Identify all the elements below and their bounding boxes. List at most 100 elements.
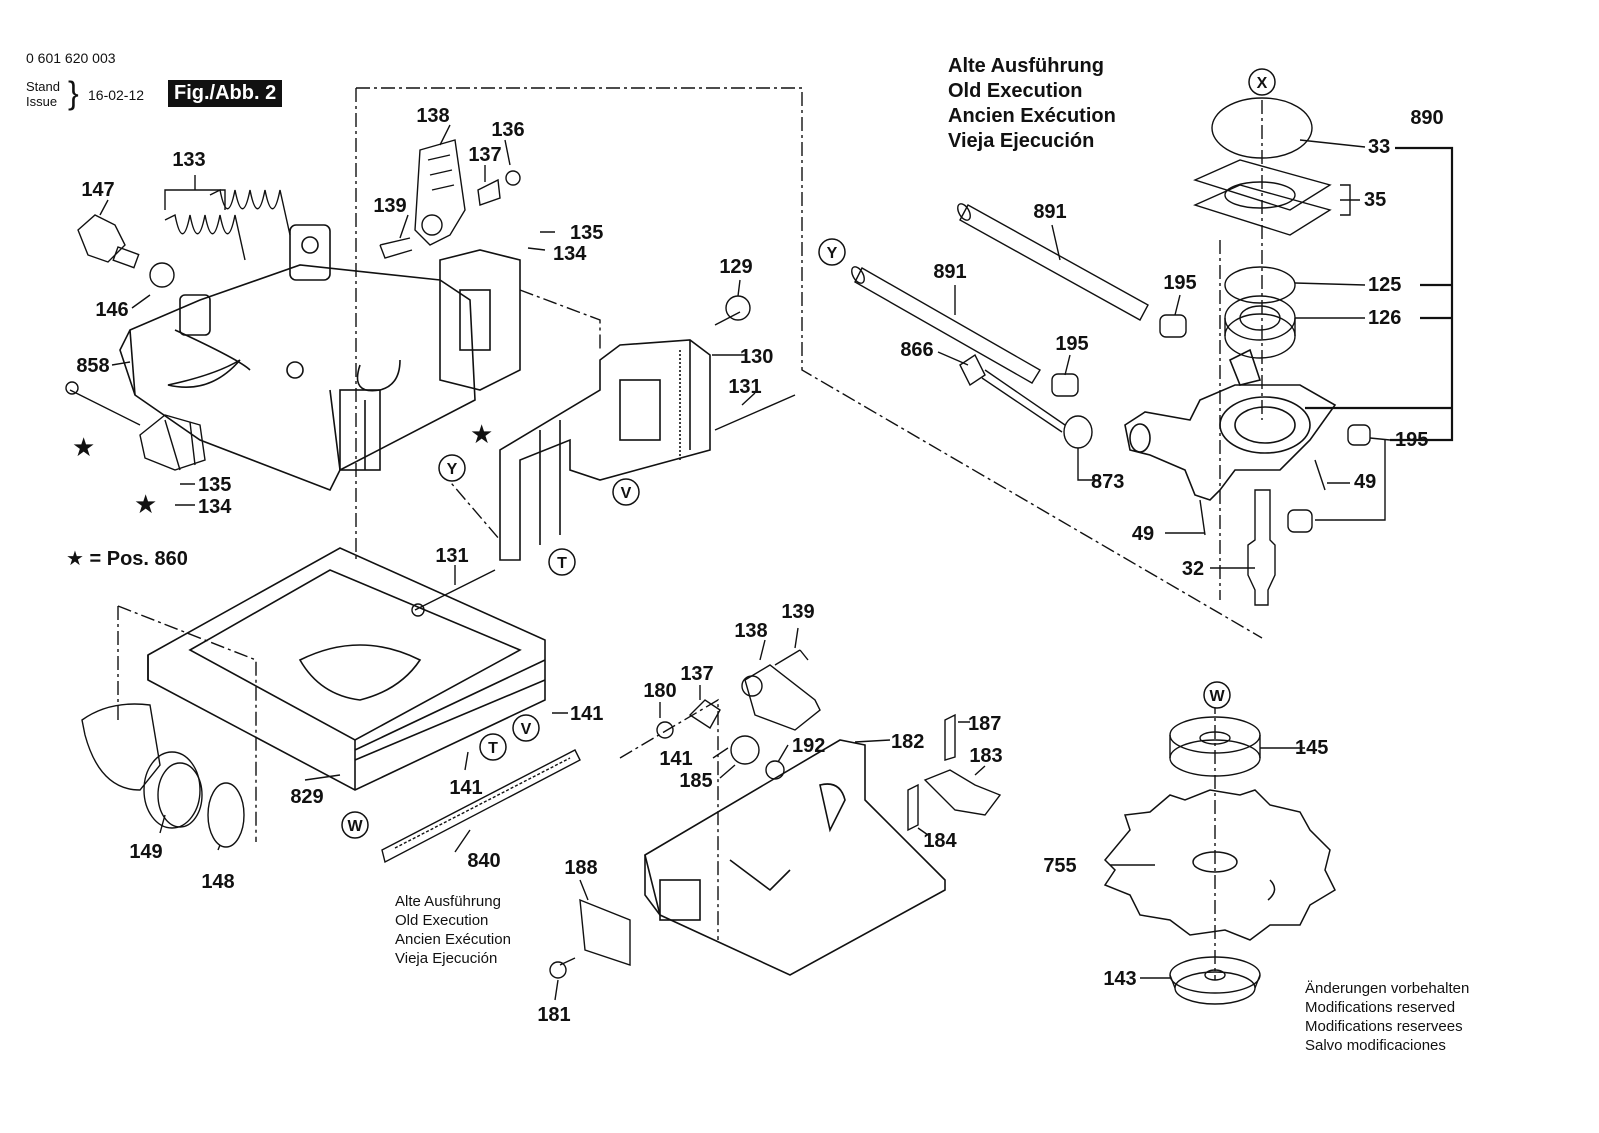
label-33: 33 <box>1368 136 1390 158</box>
label-135-left: 135 <box>198 474 231 496</box>
label-873: 873 <box>1091 471 1124 493</box>
rail-840 <box>381 749 581 864</box>
label-182: 182 <box>891 731 924 753</box>
label-195-b: 195 <box>1055 333 1088 355</box>
label-192: 192 <box>792 735 825 757</box>
label-136: 136 <box>491 119 524 141</box>
screw-866 <box>959 353 1066 433</box>
label-139-top: 139 <box>373 195 406 217</box>
mod-en: Modifications reserved <box>1305 999 1456 1016</box>
label-137-top: 137 <box>468 144 501 166</box>
guide-line <box>619 698 719 940</box>
stand-label: Stand <box>26 79 60 94</box>
label-131-bottom: 131 <box>435 545 468 567</box>
star-icon: ★ <box>66 548 84 570</box>
lever-138-top <box>379 139 521 259</box>
old-exec-fr: Ancien Exécution <box>948 105 1116 127</box>
label-133: 133 <box>172 149 205 171</box>
mod-fr: Modifications reservees <box>1305 1018 1463 1035</box>
fence-130 <box>499 339 711 561</box>
callout-w-left: W <box>347 818 363 835</box>
housing-notch <box>167 359 241 388</box>
star-icon: ★ <box>72 433 95 463</box>
label-126: 126 <box>1368 307 1401 329</box>
issue-label: Issue <box>26 94 58 109</box>
callout-y-left: Y <box>447 461 458 478</box>
pin-131-top <box>714 394 796 431</box>
screw-49b <box>1199 499 1206 536</box>
star-icon: ★ <box>134 490 157 520</box>
label-195-a: 195 <box>1163 272 1196 294</box>
gear-housing <box>1124 348 1337 501</box>
blade-755 <box>1103 789 1336 941</box>
label-141-b: 141 <box>449 777 482 799</box>
note-es: Vieja Ejecución <box>395 950 498 967</box>
old-exec-es: Vieja Ejecución <box>948 130 1095 152</box>
callout-v-bottom: V <box>521 721 532 738</box>
callout-t-bottom-circle <box>479 733 507 761</box>
label-134-left: 134 <box>198 496 232 518</box>
figure-label: Fig./Abb. 2 <box>168 80 283 107</box>
label-49-left: 49 <box>1132 523 1154 545</box>
label-195-c: 195 <box>1395 429 1428 451</box>
callout-y-left-circle <box>438 454 466 482</box>
housing-858 <box>119 224 521 492</box>
old-execution-block: Alte Ausführung Old Execution Ancien Exé… <box>948 54 1116 154</box>
label-180: 180 <box>643 680 676 702</box>
label-755: 755 <box>1043 855 1076 877</box>
o-ring-33 <box>1211 97 1313 159</box>
label-130: 130 <box>740 346 773 368</box>
label-143: 143 <box>1103 968 1136 990</box>
label-181: 181 <box>537 1004 570 1026</box>
shaft-891-b <box>851 266 1041 384</box>
knob-183 <box>923 769 1002 816</box>
label-866: 866 <box>900 339 933 361</box>
label-185: 185 <box>679 770 712 792</box>
part-187 <box>944 713 956 761</box>
label-134-top: 134 <box>553 243 587 265</box>
screw-129 <box>714 311 741 326</box>
angle-fence-182 <box>644 739 946 976</box>
bushing-195b <box>1051 373 1079 397</box>
label-183: 183 <box>969 745 1002 767</box>
label-131-top: 131 <box>728 376 761 398</box>
old-exec-de: Alte Ausführung <box>948 55 1104 77</box>
star-icon: ★ <box>470 420 493 450</box>
washer-136 <box>505 170 521 186</box>
housing-bracket <box>439 249 521 391</box>
ring-125 <box>1224 266 1296 304</box>
star-legend-text: = Pos. 860 <box>89 548 188 570</box>
flange-145 <box>1169 716 1261 777</box>
gasket-35 <box>1193 159 1332 236</box>
guide-line <box>439 469 501 541</box>
bushing-137b <box>688 699 721 729</box>
label-187: 187 <box>968 713 1001 735</box>
bracket-890 <box>1390 146 1454 442</box>
label-125: 125 <box>1368 274 1401 296</box>
label-184: 184 <box>923 830 957 852</box>
callout-w-right-circle <box>1203 681 1231 709</box>
guide-line <box>356 87 1263 639</box>
dust-adapter-149 <box>81 703 203 829</box>
callout-v-bottom-circle <box>512 714 540 742</box>
brace-glyph: } <box>68 75 79 111</box>
label-148: 148 <box>201 871 234 893</box>
callout-y-right: Y <box>827 245 838 262</box>
label-829: 829 <box>290 786 323 808</box>
label-891-b: 891 <box>933 261 966 283</box>
washer-180 <box>656 721 674 739</box>
pin-131-bottom <box>414 569 496 611</box>
screw-49a <box>1314 459 1326 491</box>
bracket-195 <box>1315 440 1386 521</box>
label-141-c: 141 <box>659 748 692 770</box>
screw-139 <box>379 237 413 259</box>
callout-x: X <box>1257 75 1268 92</box>
callout-t-bottom: T <box>488 740 498 757</box>
screw-knob-left <box>65 381 206 471</box>
modifications-note: Änderungen vorbehalten Modifications res… <box>1305 979 1469 1055</box>
knob-147 <box>77 214 140 269</box>
callout-y-right-circle <box>818 238 846 266</box>
note-de: Alte Ausführung <box>395 893 501 910</box>
star-legend: ★ = Pos. 860 <box>66 546 188 571</box>
